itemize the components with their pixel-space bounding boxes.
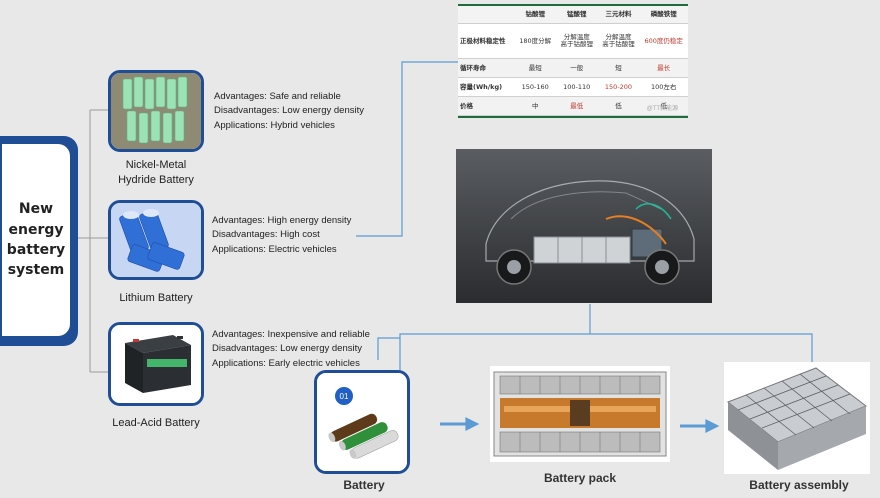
table-row: 正极材料稳定性 180度分解 分解温度 高于钴酸锂 分解温度 高于钴酸锂 600… [458,23,688,60]
table-header: 三元材料 [597,6,640,25]
nimh-cells-icon [111,73,201,149]
lithium-battery-image [108,200,204,280]
step-number-badge: 01 [335,387,353,405]
nimh-applications: Applications: Hybrid vehicles [214,119,335,131]
battery-cells-icon [317,373,407,471]
table-cell: 100左右 [639,77,688,98]
lead-acid-battery-image [108,322,204,406]
table-cell: 最短 [514,58,556,79]
table-header: 钴酸锂 [514,6,556,25]
table-header [458,6,515,25]
battery-assembly-label: Battery assembly [749,478,849,492]
table-cell: 最低 [555,96,598,116]
table-header-row: 钴酸锂 锰酸锂 三元材料 磷酸铁锂 [458,6,688,25]
lead-acid-caption: Lead-Acid Battery [112,417,200,429]
battery-label: Battery [343,478,385,492]
table-cell: 分解温度 高于钴酸锂 [597,23,640,60]
table-row: 容量(Wh/kg) 150-160 100-110 150-200 100左右 [458,77,688,98]
table-cell: 正极材料稳定性 [458,23,515,60]
table-cell: 150-160 [514,77,556,98]
table-row: 价格 中 最低 低 低 [458,96,688,116]
lead-acid-box-icon [111,325,201,403]
table-cell: 循环寿命 [458,58,515,79]
lead-acid-applications: Applications: Early electric vehicles [212,357,360,369]
nimh-battery-image [108,70,204,152]
table-cell: 600度仍稳定 [639,23,688,60]
comparison-table: 钴酸锂 锰酸锂 三元材料 磷酸铁锂 正极材料稳定性 180度分解 分解温度 高于… [458,4,688,118]
lithium-caption: Lithium Battery [119,292,193,304]
lithium-advantages: Advantages: High energy density [212,215,352,226]
table-cell: 180度分解 [514,23,556,60]
lithium-disadvantages: Disadvantages: High cost [212,229,320,241]
table-cell: 低 [639,96,688,116]
lithium-description: Advantages: High energy density Disadvan… [212,214,402,257]
lead-acid-advantages: Advantages: Inexpensive and reliable [212,329,370,340]
lead-acid-disadvantages: Disadvantages: Low energy density [212,343,362,355]
table-cell: 最长 [639,58,688,79]
root-card: New energy battery system [0,136,78,346]
table-cell: 容量(Wh/kg) [458,77,515,98]
battery-pack-icon [493,371,667,457]
lead-acid-description: Advantages: Inexpensive and reliable Dis… [212,328,402,371]
nimh-advantages: Advantages: Safe and reliable [214,91,341,102]
electric-car-chassis-image [456,149,712,303]
nimh-description: Advantages: Safe and reliable Disadvanta… [214,90,404,133]
root-title: New energy battery system [6,201,66,279]
table-header: 锰酸锂 [555,6,598,25]
battery-pack-image [490,366,670,462]
table-watermark: @TT新能源 [646,106,678,112]
table-header: 磷酸铁锂 [639,6,688,25]
lithium-applications: Applications: Electric vehicles [212,243,337,255]
table-cell: 低 [597,96,640,116]
battery-assembly-image [724,362,870,474]
table-cell: 中 [514,96,556,116]
table-row: 循环寿命 最短 一般 短 最长 [458,58,688,79]
battery-pack-label: Battery pack [543,471,617,485]
nimh-caption: Nickel-Metal Hydride Battery [118,159,194,186]
table-cell: 100-110 [555,77,598,98]
table-cell: 一般 [555,58,598,79]
table-cell: 分解温度 高于钴酸锂 [555,23,598,60]
table-cell: 短 [597,58,640,79]
lithium-cells-icon [111,203,201,277]
battery-cell-card: 01 [314,370,410,474]
nimh-disadvantages: Disadvantages: Low energy density [214,105,364,117]
table-cell: 价格 [458,96,515,116]
battery-assembly-icon [727,367,867,470]
car-chassis-icon [456,149,712,303]
table-cell: 150-200 [597,77,640,98]
